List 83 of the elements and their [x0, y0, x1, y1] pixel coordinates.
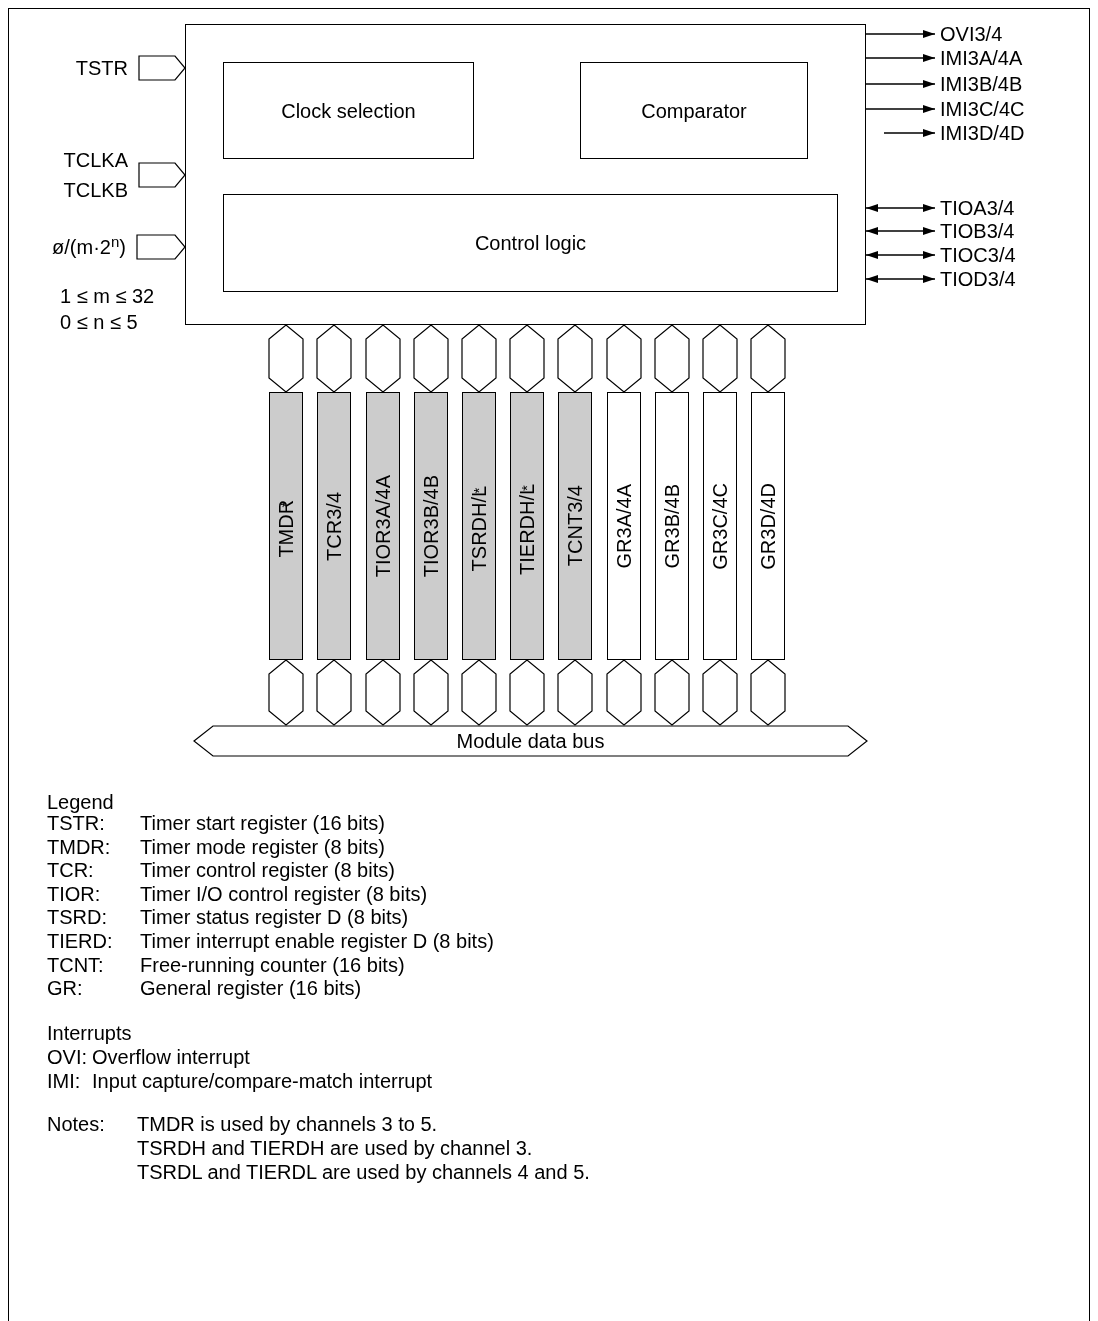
register-abbreviation: TCR:: [47, 858, 94, 882]
signal-arrow: [865, 80, 936, 88]
signal-arrow: [865, 30, 936, 38]
register-abbreviation: TCNT:: [47, 953, 104, 977]
function-block: Control logic: [223, 194, 838, 292]
bus-arrow: [138, 162, 186, 188]
signal-arrow: [865, 275, 936, 283]
bus-arrow: [509, 324, 545, 393]
register-description: Free-running counter (16 bits): [140, 953, 405, 977]
interrupt-abbreviation: OVI:: [47, 1045, 87, 1069]
bus-arrow: [365, 324, 401, 393]
signal-label: TSTR: [20, 56, 128, 80]
bus-arrow: [606, 659, 642, 726]
bus-arrow: [316, 659, 352, 726]
signal-label: IMI3A/4A: [940, 46, 1080, 70]
register-abbreviation: TIERD:: [47, 929, 113, 953]
signal-label: OVI3/4: [940, 22, 1080, 46]
bus-arrow: [461, 324, 497, 393]
timer-block: [185, 24, 866, 325]
register-bar: TCNT3/4: [558, 392, 592, 660]
register-abbreviation: TSRD:: [47, 905, 107, 929]
signal-arrow: [865, 54, 936, 62]
bus-arrow: [654, 324, 690, 393]
bus-arrow: [606, 324, 642, 393]
notes-heading: Notes:: [47, 1112, 105, 1136]
bus-arrow: [654, 659, 690, 726]
register-abbreviation: GR:: [47, 976, 83, 1000]
signal-label: TCLKB: [63, 178, 128, 203]
interrupts-heading: Interrupts: [47, 1021, 132, 1045]
signal-label: IMI3D/4D: [940, 121, 1080, 145]
bus-arrow: [136, 234, 186, 260]
bus-arrow: [138, 55, 186, 81]
signal-label: IMI3C/4C: [940, 97, 1080, 121]
signal-label: IMI3B/4B: [940, 72, 1080, 96]
bus-arrow: [557, 659, 593, 726]
register-description: Timer start register (16 bits): [140, 811, 385, 835]
bus-arrow: [702, 659, 738, 726]
interrupt-description: Overflow interrupt: [92, 1045, 250, 1069]
bus-arrow: [268, 659, 304, 726]
register-bar: TIOR3B/4B: [414, 392, 448, 660]
signal-arrow: [865, 204, 936, 212]
bus-arrow: [461, 659, 497, 726]
signal-label: ø/(m·2$^{n}$): [6, 234, 126, 260]
note-text: TMDR is used by channels 3 to 5.: [137, 1112, 438, 1136]
register-bar: TIOR3A/4A: [366, 392, 400, 660]
signal-arrow: [865, 227, 936, 235]
signal-label: TIOA3/4: [940, 196, 1080, 220]
note-text: TSRDH and TIERDH are used by channel 3.: [137, 1136, 533, 1160]
legend-heading: Legend: [47, 790, 114, 814]
bus-arrow: [702, 324, 738, 393]
register-description: Timer mode register (8 bits): [140, 835, 385, 859]
register-description: Timer status register D (8 bits): [140, 905, 409, 929]
register-description: Timer control register (8 bits): [140, 858, 395, 882]
bus-arrow: [316, 324, 352, 393]
function-block: Comparator: [580, 62, 808, 159]
note-text: TSRDL and TIERDL are used by channels 4 and 5.: [137, 1160, 590, 1184]
bus-arrow: [557, 324, 593, 393]
bus-arrow: [750, 659, 786, 726]
register-abbreviation: TMDR:: [47, 835, 111, 859]
signal-label: TCLKA: [63, 148, 128, 173]
signal-label: TIOD3/4: [940, 267, 1080, 291]
bus-arrow: [365, 659, 401, 726]
signal-label: TIOB3/4: [940, 219, 1080, 243]
register-description: General register (16 bits): [140, 976, 362, 1000]
interrupt-description: Input capture/compare-match interrupt: [92, 1069, 433, 1093]
signal-arrow: [865, 105, 936, 113]
register-abbreviation: TIOR:: [47, 882, 101, 906]
parameter-range: 0 ≤ n ≤ 5: [60, 310, 138, 334]
parameter-range: 1 ≤ m ≤ 32: [60, 284, 155, 308]
register-abbreviation: TSTR:: [47, 812, 105, 835]
function-block: Clock selection: [223, 62, 474, 159]
register-bar: TCR3/4: [317, 392, 351, 660]
signal-arrow: [883, 129, 936, 137]
signal-arrow: [865, 251, 936, 259]
bus-arrow: [413, 324, 449, 393]
bus-arrow: [268, 324, 304, 393]
interrupt-abbreviation: IMI:: [47, 1069, 81, 1093]
bus-arrow: [509, 659, 545, 726]
bus-arrow: [413, 659, 449, 726]
register-description: Timer I/O control register (8 bits): [140, 882, 428, 906]
register-description: Timer interrupt enable register D (8 bits): [140, 929, 494, 953]
bus-arrow: [750, 324, 786, 393]
signal-label: TIOC3/4: [940, 243, 1080, 267]
